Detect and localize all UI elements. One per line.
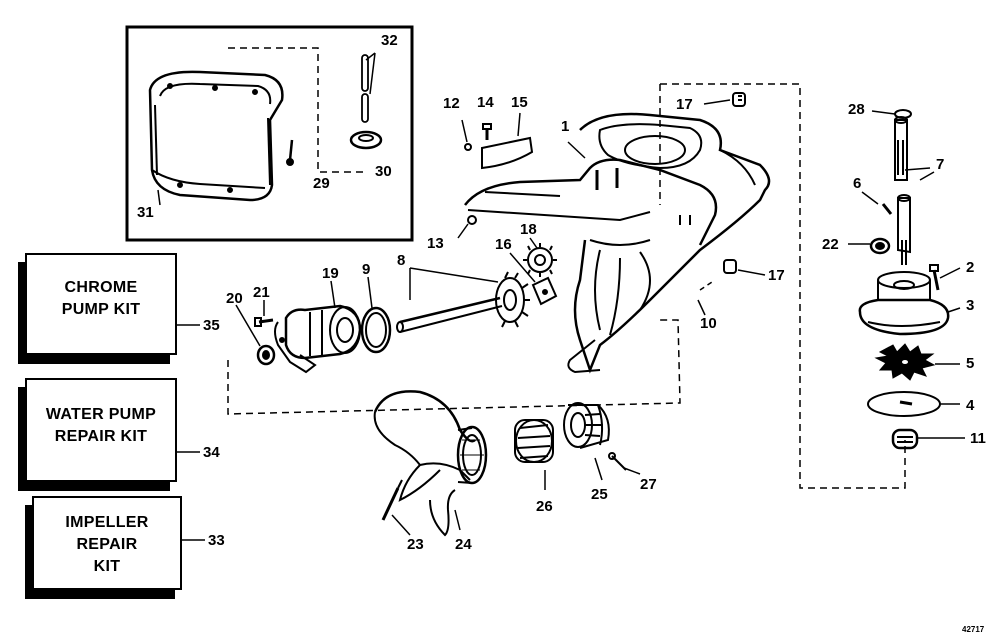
- callout-32: 32: [381, 32, 398, 49]
- callout-17-right: 17: [768, 267, 785, 284]
- kit-box-chrome-pump: CHROME PUMP KIT: [25, 253, 177, 355]
- callout-15: 15: [511, 94, 528, 111]
- callout-29: 29: [313, 175, 330, 192]
- kit-box-water-pump-repair: WATER PUMP REPAIR KIT: [25, 378, 177, 482]
- callout-4: 4: [966, 397, 975, 414]
- callout-23: 23: [407, 536, 424, 553]
- callout-24: 24: [455, 536, 472, 553]
- callout-8: 8: [397, 252, 406, 269]
- callout-16: 16: [495, 236, 512, 253]
- callout-10: 10: [700, 315, 717, 332]
- callout-19: 19: [322, 265, 339, 282]
- spline-nut-art: [514, 419, 554, 463]
- thrust-hub-art: [563, 402, 610, 449]
- upper-pump-housing-art: [858, 271, 961, 336]
- pump-housing-art: [274, 280, 362, 374]
- kit-label-line: KIT: [93, 558, 121, 575]
- kit-label-line: REPAIR KIT: [54, 428, 148, 445]
- callout-30: 30: [375, 163, 392, 180]
- callout-12: 12: [443, 95, 460, 112]
- callout-27: 27: [640, 476, 657, 493]
- callout-14: 14: [477, 94, 494, 111]
- callout-2: 2: [966, 259, 975, 276]
- callout-20: 20: [226, 290, 243, 307]
- callout-31: 31: [137, 204, 154, 221]
- kit-label-line: REPAIR: [76, 536, 138, 553]
- callout-9: 9: [362, 261, 371, 278]
- callout-18: 18: [520, 221, 537, 238]
- callout-34: 34: [203, 444, 220, 461]
- propeller-art: [373, 390, 488, 537]
- callout-5: 5: [966, 355, 975, 372]
- gearcase-housing-art: [464, 112, 771, 374]
- callout-1: 1: [561, 118, 570, 135]
- callout-3: 3: [966, 297, 975, 314]
- callout-25: 25: [591, 486, 608, 503]
- callout-21: 21: [253, 284, 270, 301]
- callout-11: 11: [970, 430, 986, 447]
- kit-label-line: WATER PUMP: [45, 406, 157, 423]
- inset-frame: [125, 25, 414, 242]
- callout-22: 22: [822, 236, 839, 253]
- callout-28: 28: [848, 101, 865, 118]
- figure-number: 42717: [962, 625, 985, 634]
- callout-13: 13: [427, 235, 444, 252]
- callout-7: 7: [936, 156, 945, 173]
- callout-26: 26: [536, 498, 553, 515]
- callout-35: 35: [203, 317, 220, 334]
- kit-label-line: IMPELLER: [65, 514, 149, 531]
- kit-label-line: CHROME: [64, 279, 138, 296]
- kit-label-line: PUMP KIT: [61, 301, 141, 318]
- callout-33: 33: [208, 532, 225, 549]
- callout-17-top: 17: [676, 96, 693, 113]
- kit-box-impeller-repair: IMPELLER REPAIR KIT: [32, 496, 182, 590]
- driveshaft-art: [861, 109, 935, 265]
- callout-6: 6: [853, 175, 862, 192]
